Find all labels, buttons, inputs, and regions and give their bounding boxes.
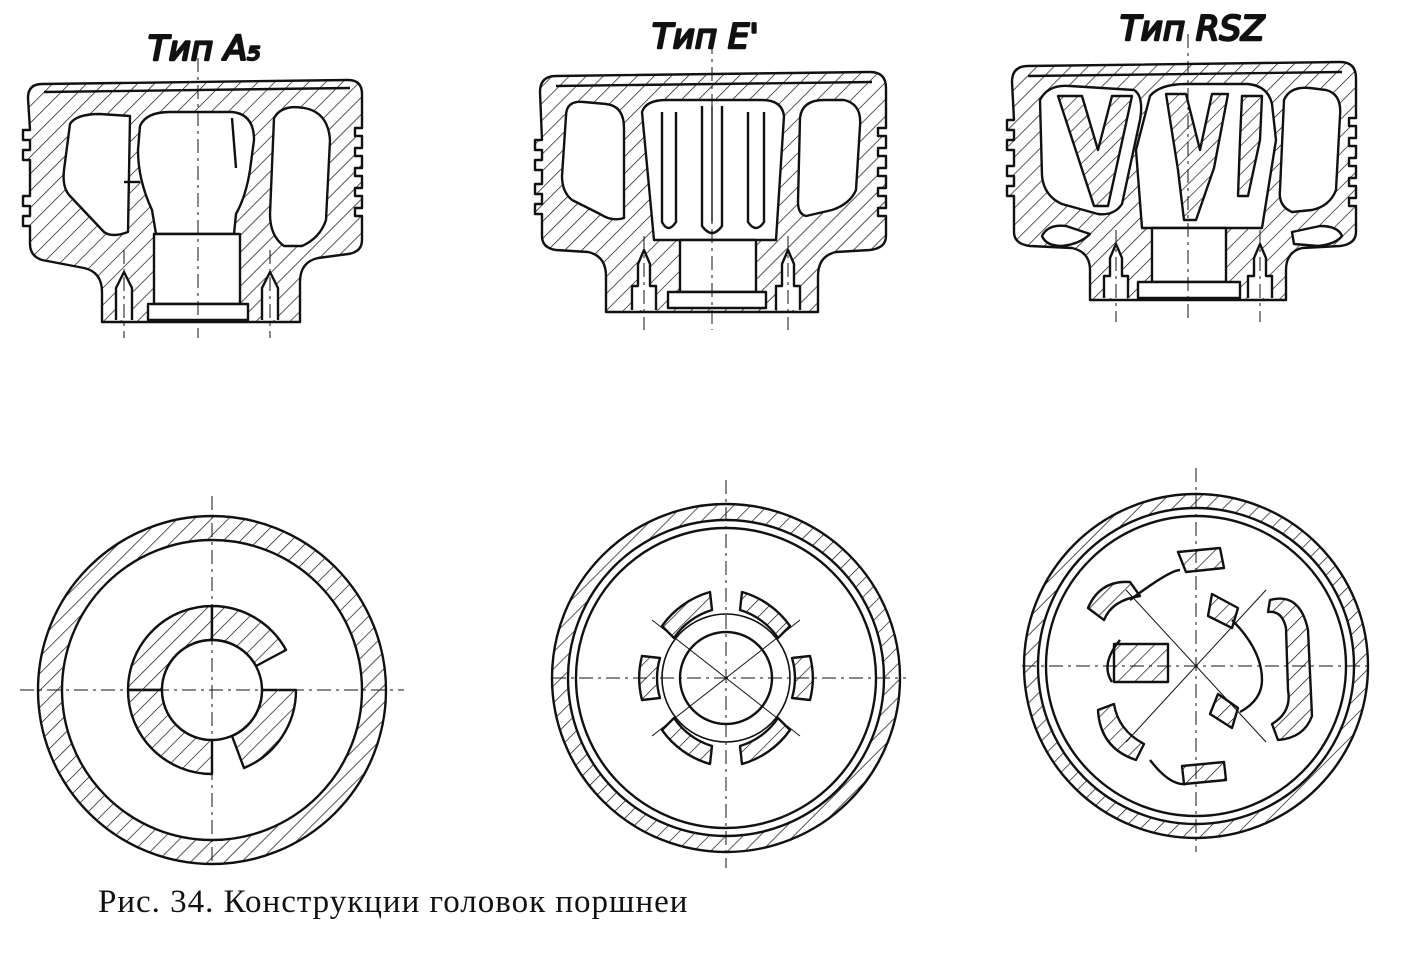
piston-a5-left-cavity [62, 112, 132, 237]
piston-rsz-bore [1150, 226, 1228, 284]
piston-rsz-label: Тип RSZ [1120, 9, 1265, 49]
piston-a5-crown [43, 86, 351, 94]
piston-a5-bore [152, 232, 242, 306]
piston-rsz-plan [1022, 468, 1372, 852]
piston-a5-label: Тип А₅ [148, 29, 261, 69]
piston-a5-section: Тип А₅ [21, 28, 364, 338]
piston-e-bore [678, 238, 758, 294]
piston-a5-plan [20, 496, 404, 866]
piston-a5-center-cavity [136, 110, 256, 236]
figure-caption: Рис. 34. Конструкции головок поршнеи [98, 884, 689, 920]
piston-e-label: Тип E' [652, 17, 759, 57]
piston-e-section: Тип E' [533, 16, 888, 330]
piston-e-right-cavity [796, 98, 862, 218]
piston-a5-right-cavity [268, 105, 332, 248]
piston-rsz-section: Тип RSZ [1005, 8, 1358, 322]
piston-rsz-right-cavity [1278, 86, 1342, 214]
piston-e-plan [550, 480, 906, 868]
piston-e-center-cavity [640, 98, 786, 242]
piston-e-left-cavity [560, 100, 626, 221]
